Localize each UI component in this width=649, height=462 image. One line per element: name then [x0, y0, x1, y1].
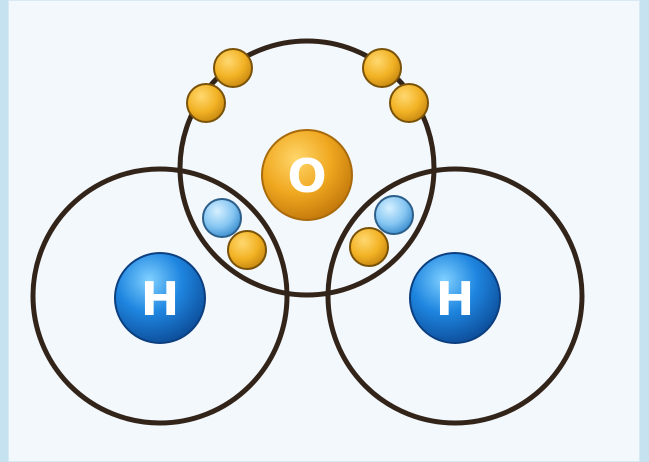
hydrogen-left-shell	[30, 166, 290, 426]
oxygen-shell	[177, 38, 437, 298]
oxygen-symbol: O	[287, 149, 326, 203]
oxygen-electron	[362, 48, 402, 88]
hydrogen-left-symbol: H	[141, 272, 180, 326]
hydrogen-electron	[374, 195, 414, 235]
hydrogen-right-nucleus: H	[409, 252, 501, 344]
oxygen-electron	[389, 83, 429, 123]
oxygen-electron	[186, 83, 226, 123]
hydrogen-electron	[202, 198, 242, 238]
oxygen-electron	[213, 48, 253, 88]
oxygen-electron	[227, 230, 267, 270]
oxygen-electron	[349, 227, 389, 267]
hydrogen-left-nucleus: H	[114, 252, 206, 344]
hydrogen-right-shell	[325, 166, 585, 426]
hydrogen-right-symbol: H	[436, 272, 475, 326]
oxygen-nucleus: O	[261, 129, 353, 221]
diagram-frame	[8, 0, 640, 462]
